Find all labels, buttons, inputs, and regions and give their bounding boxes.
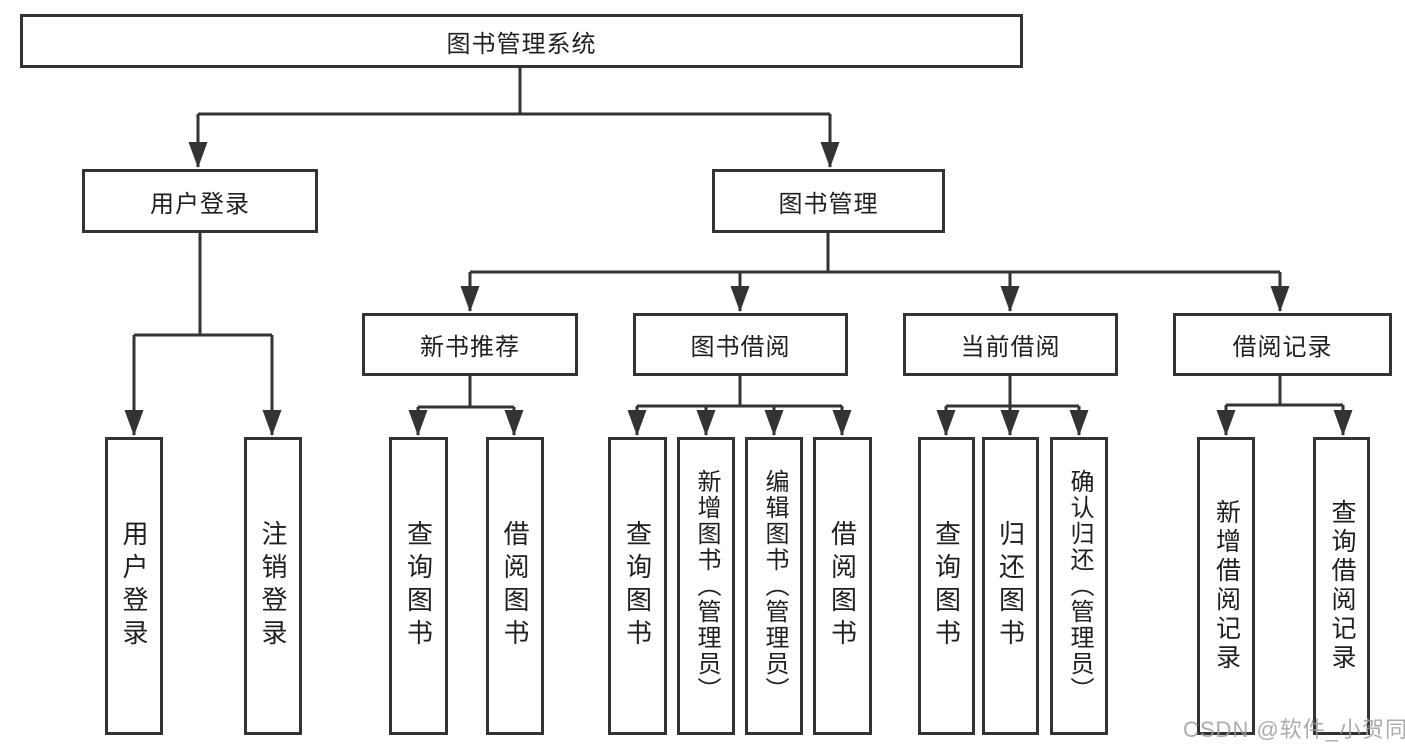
- connector-book-borrow: [637, 376, 842, 408]
- leaf-return-book: 归还图书: [982, 437, 1039, 735]
- connector-user-login: [134, 233, 272, 337]
- leaf-user-login: 用户登录: [105, 437, 163, 735]
- leaf-add-borrow-record: 新增借阅记录: [1197, 437, 1255, 735]
- leaf-query-borrow-record: 查询借阅记录: [1313, 437, 1370, 735]
- connector-new-book-recommend: [418, 376, 514, 409]
- node-book-management: 图书管理: [712, 169, 945, 233]
- node-user-login: 用户登录: [82, 169, 318, 233]
- leaf-add-book-admin: 新增图书（管理员）: [677, 437, 735, 735]
- connector-current-borrow: [946, 376, 1079, 408]
- leaf-borrow-books: 借阅图书: [813, 437, 872, 735]
- node-book-borrow: 图书借阅: [633, 313, 848, 376]
- connector-borrow-records: [1226, 376, 1343, 407]
- connector-book-management: [470, 233, 1280, 274]
- leaf-query-books-borrow: 查询图书: [608, 437, 667, 735]
- node-current-borrow: 当前借阅: [903, 313, 1118, 376]
- node-root: 图书管理系统: [20, 14, 1023, 68]
- leaf-confirm-return-admin: 确认归还（管理员）: [1050, 437, 1108, 735]
- node-new-book-recommend: 新书推荐: [362, 313, 578, 376]
- watermark: CSDN @软件_小贺同学: [1183, 717, 1405, 742]
- leaf-borrow-books-recommend: 借阅图书: [486, 437, 544, 735]
- leaf-edit-book-admin: 编辑图书（管理员）: [745, 437, 803, 735]
- connector-root: [198, 68, 830, 116]
- node-borrow-records: 借阅记录: [1173, 313, 1392, 376]
- leaf-query-books-recommend: 查询图书: [389, 437, 448, 735]
- leaf-logout: 注销登录: [244, 437, 302, 735]
- leaf-query-books-current: 查询图书: [918, 437, 975, 735]
